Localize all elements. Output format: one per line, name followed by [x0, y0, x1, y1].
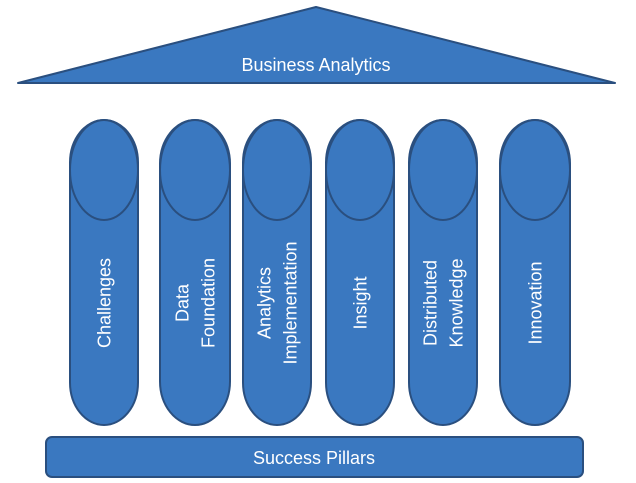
roof: Business Analytics [17, 6, 616, 84]
pillar-label-line: Analytics [254, 267, 274, 339]
base-shape [45, 436, 584, 478]
pillar-capital [69, 119, 139, 221]
pillar-label-line: Implementation [280, 241, 300, 364]
pillars-group: Challenges Data Foundation Analytics Impleme… [69, 119, 571, 426]
pillar-6: Innovation [499, 119, 571, 426]
pillar-label: Innovation [525, 261, 545, 344]
pillar-3: Analytics Implementation [242, 119, 312, 426]
pillar-capital [242, 119, 312, 221]
pillar-2: Data Foundation [159, 119, 231, 426]
pillar-label: Distributed Knowledge [420, 258, 466, 347]
pillar-label-line: Foundation [198, 258, 218, 348]
pillar-label: Data Foundation [172, 258, 218, 348]
base-label: Success Pillars [253, 448, 375, 468]
pillar-label: Analytics Implementation [254, 241, 300, 364]
pillar-label-line: Innovation [525, 261, 545, 344]
pillar-label-line: Insight [350, 276, 370, 329]
pillar-capital [499, 119, 571, 221]
pillar-label-line: Knowledge [446, 258, 466, 347]
base: Success Pillars [45, 436, 584, 478]
pillar-label-line: Challenges [94, 258, 114, 348]
pillar-capital [325, 119, 395, 221]
pillar-label-line: Data [172, 283, 192, 322]
roof-shape [17, 6, 616, 84]
pillar-label: Challenges [94, 258, 114, 348]
pillar-1: Challenges [69, 119, 139, 426]
pillar-label-line: Distributed [420, 260, 440, 346]
pillar-5: Distributed Knowledge [408, 119, 478, 426]
roof-label: Business Analytics [241, 55, 390, 75]
pillar-capital [408, 119, 478, 221]
pillar-capital [159, 119, 231, 221]
pillar-label: Insight [350, 276, 370, 329]
pillar-4: Insight [325, 119, 395, 426]
